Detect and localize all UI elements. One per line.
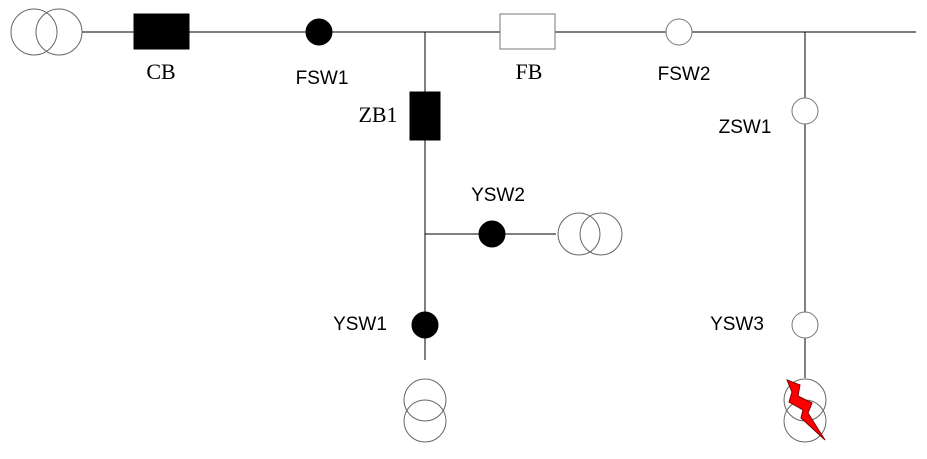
switch-fsw2[interactable] [665,18,693,46]
label-zsw1: ZSW1 [719,117,772,138]
breaker-fb[interactable] [499,13,556,50]
label-ysw2: YSW2 [471,185,525,206]
breaker-zb1[interactable] [409,91,441,141]
lightning-bolt-icon [786,379,826,441]
switch-fsw1[interactable] [305,18,333,46]
switch-ysw2[interactable] [478,220,506,248]
switch-zsw1[interactable] [791,97,819,125]
label-cb: CB [146,59,175,84]
label-ysw3: YSW3 [710,314,764,335]
source-transformer-icon [10,8,83,56]
label-ysw1: YSW1 [333,314,387,335]
switch-ysw3[interactable] [791,311,819,339]
label-zb1: ZB1 [358,102,397,127]
load-transformer-ysw1-icon [403,378,447,443]
label-fsw2: FSW2 [658,64,711,85]
label-fsw1: FSW1 [296,68,349,89]
load-transformer-ysw2-icon [557,212,623,256]
label-fb: FB [516,59,543,84]
switch-ysw1[interactable] [411,311,439,339]
breaker-cb[interactable] [133,13,190,50]
